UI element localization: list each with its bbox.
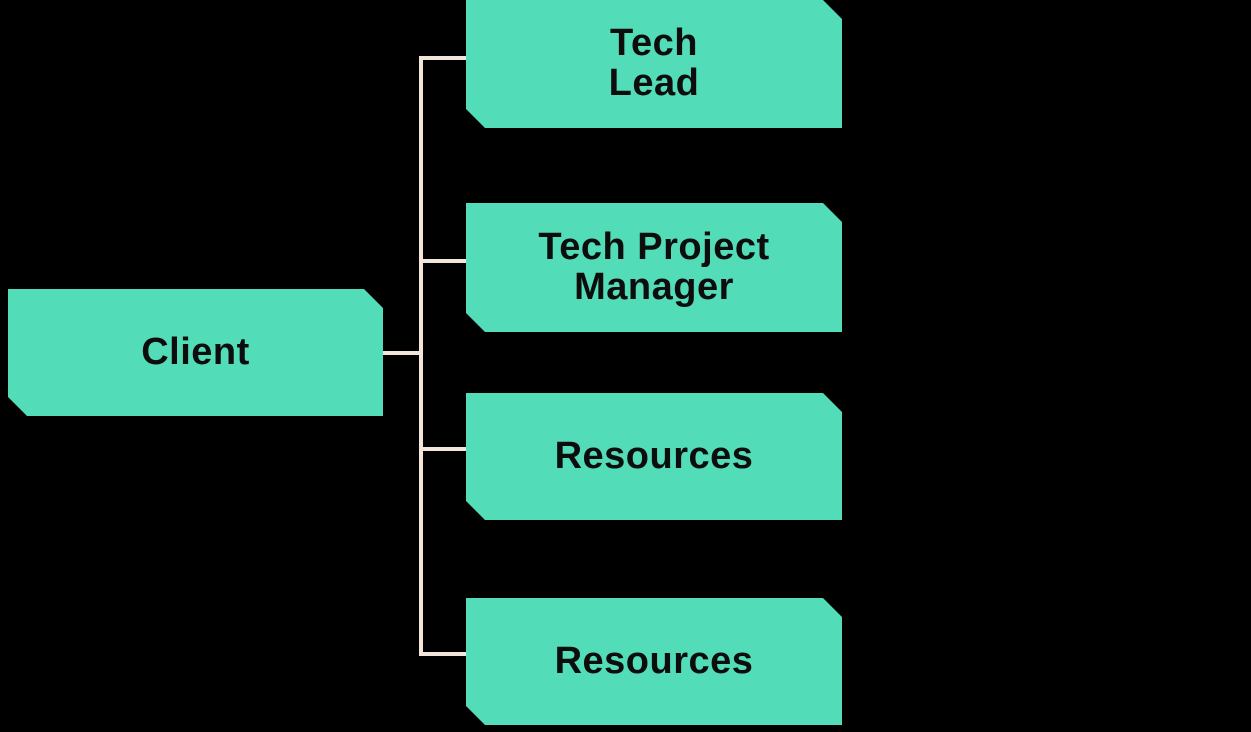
node-resources-2-label: Resources xyxy=(554,639,754,682)
connector-client-to-trunk xyxy=(383,351,421,355)
node-client: Client xyxy=(8,289,383,416)
node-tech-project-manager-label: Tech Project Manager xyxy=(538,225,770,308)
node-client-label: Client xyxy=(141,330,250,373)
connector-trunk-vertical xyxy=(419,56,423,656)
node-resources-1-label: Resources xyxy=(554,434,754,477)
connector-branch-tech-project-manager xyxy=(419,259,466,263)
node-tech-lead-label: Tech Lead xyxy=(608,22,700,104)
connector-branch-resources-1 xyxy=(419,447,466,451)
node-resources-2: Resources xyxy=(466,598,842,725)
node-tech-project-manager: Tech Project Manager xyxy=(466,203,842,332)
node-tech-lead: Tech Lead xyxy=(466,0,842,128)
connector-branch-tech-lead xyxy=(419,56,468,60)
node-resources-1: Resources xyxy=(466,393,842,520)
connector-branch-resources-2 xyxy=(419,652,466,656)
